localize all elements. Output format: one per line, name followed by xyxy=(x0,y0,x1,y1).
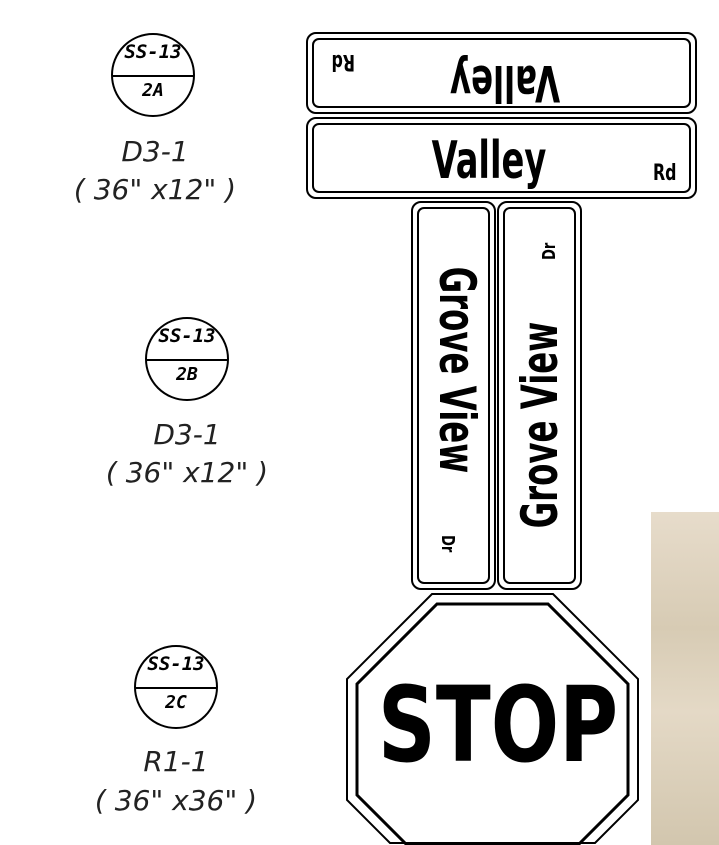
bubble-divider xyxy=(113,75,193,77)
street-suffix: Dr xyxy=(437,535,458,553)
street-name: Grove View xyxy=(428,266,486,474)
detail-bubble: SS-13 2B xyxy=(145,317,229,401)
stop-text: STOP xyxy=(377,664,619,786)
sheet-number: SS-13 xyxy=(124,41,182,63)
sign-code: R1-1 xyxy=(143,745,209,778)
bubble-divider xyxy=(147,359,227,361)
street-name: Valley xyxy=(449,54,561,112)
sheet-number: SS-13 xyxy=(147,653,205,675)
street-sign-grove-view-left: Grove View Dr xyxy=(411,201,496,590)
street-sign-grove-view-right: Grove View Dr xyxy=(497,201,582,590)
street-name: Valley xyxy=(431,131,547,191)
street-sign-valley-upside-down: Valley Rd xyxy=(306,32,697,114)
sign-code: D3-1 xyxy=(121,135,189,168)
sign-border xyxy=(312,123,691,193)
stop-sign-inner-octagon xyxy=(355,602,630,845)
bubble-divider xyxy=(136,687,216,689)
detail-bubble: SS-13 2C xyxy=(134,645,218,729)
sign-code: D3-1 xyxy=(153,418,221,451)
sign-border xyxy=(312,38,691,108)
sign-border xyxy=(417,207,490,584)
sign-size: ( 36" x12" ) xyxy=(105,456,269,489)
street-name: Grove View xyxy=(511,321,569,529)
stop-sign xyxy=(346,593,639,845)
street-sign-valley: Valley Rd xyxy=(306,117,697,199)
detail-number: 2C xyxy=(165,692,187,713)
detail-number: 2B xyxy=(176,364,198,385)
street-suffix: Dr xyxy=(539,242,560,260)
detail-bubble: SS-13 2A xyxy=(111,33,195,117)
sheet-number: SS-13 xyxy=(158,325,216,347)
sign-size: ( 36" x12" ) xyxy=(73,173,237,206)
stone-texture-image xyxy=(651,512,719,845)
detail-number: 2A xyxy=(142,80,164,101)
street-suffix: Rd xyxy=(331,49,356,74)
sign-border xyxy=(503,207,576,584)
street-suffix: Rd xyxy=(652,161,677,186)
sign-size: ( 36" x36" ) xyxy=(94,784,258,817)
stop-sign-outer-octagon xyxy=(346,593,639,844)
